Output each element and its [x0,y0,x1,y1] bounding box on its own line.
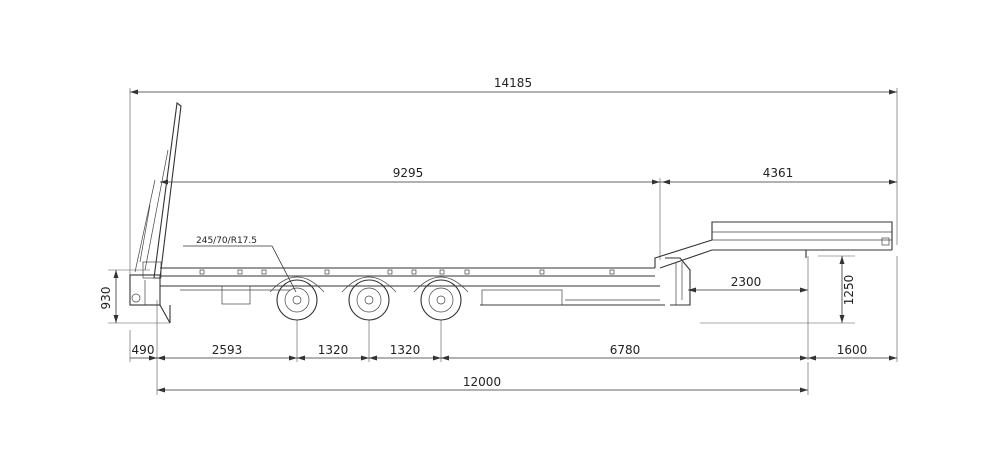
trailer-outline [129,101,893,324]
gooseneck-length-label: 4361 [763,166,794,180]
deck-length-label: 9295 [393,166,424,180]
main-deck [160,267,665,306]
dim-overall-length: 14185 [129,76,898,290]
wheelbase-total-label: 12000 [463,375,501,389]
axle-3-wheel [420,279,462,321]
rear-to-axle1-label: 2593 [212,343,243,357]
gooseneck [654,221,893,306]
kingpin-offset-label: 2300 [731,275,762,289]
axle-to-kingpin-label: 6780 [610,343,641,357]
dim-kingpin-offset: 2300 [688,256,809,360]
tire-spec-leader: 245/70/R17.5 [183,236,297,293]
gooseneck-height-label: 1250 [842,275,856,306]
rear-overhang-label: 490 [132,343,155,357]
tire-spec-label: 245/70/R17.5 [196,236,257,246]
axle-spacing-2-label: 1320 [390,343,421,357]
axle-2-wheel [348,279,390,321]
axle-spacing-1-label: 1320 [318,343,349,357]
loading-ramp [134,101,182,279]
front-overhang-label: 1600 [837,343,868,357]
axle-1-wheel [276,279,318,321]
dim-gooseneck-height: 1250 [700,255,856,324]
overall-length-label: 14185 [494,76,532,90]
rear-end [129,274,171,324]
dim-deck-gooseneck: 9295 4361 [160,166,897,260]
dim-wheelbase-total: 12000 [157,362,809,395]
dim-bottom-chain: 490 2593 1320 1320 6780 1600 [129,256,898,395]
deck-height-label: 930 [99,287,113,310]
